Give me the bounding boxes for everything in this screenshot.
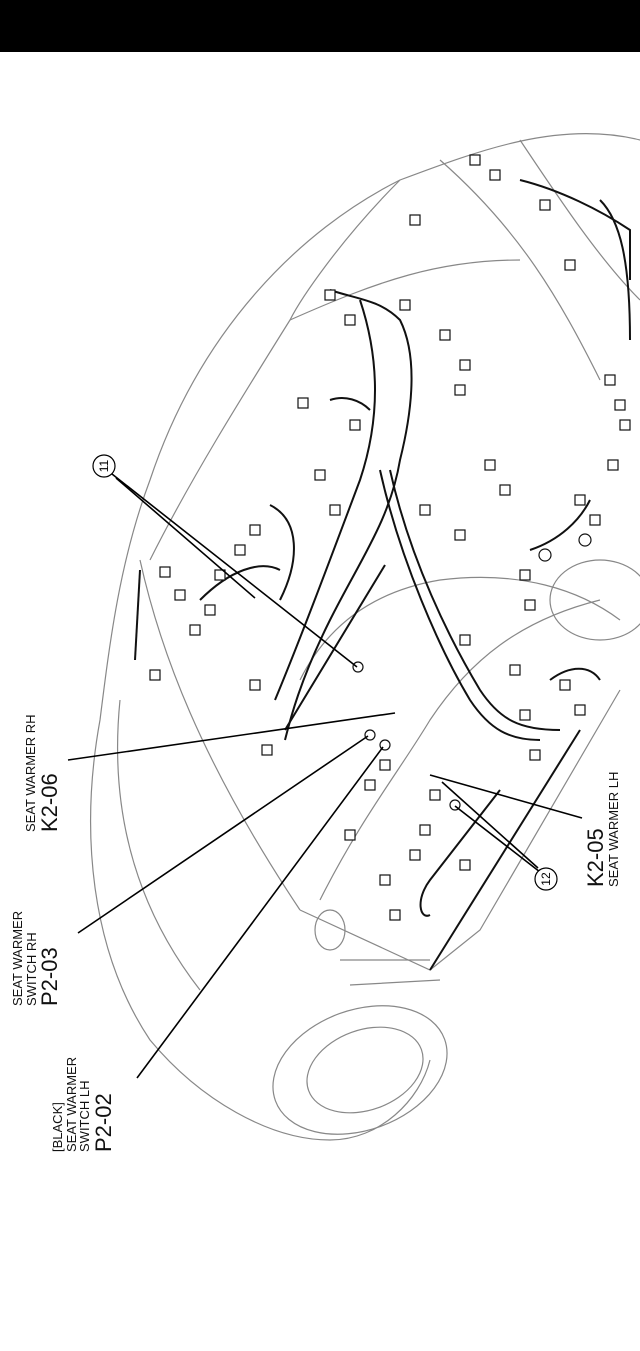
- connector-code: K2-05: [583, 828, 608, 887]
- label-name: SEAT WARMER LH: [606, 771, 622, 887]
- leader-p2-02: [136, 746, 384, 1079]
- harness-wires: [134, 179, 631, 971]
- leader-lines: [67, 473, 583, 1079]
- label-name: SEAT WARMER RH: [23, 714, 38, 833]
- callout-12: 12: [534, 867, 558, 891]
- label-p2-02: [BLACK] SEAT WARMER SWITCH LH P2-02: [50, 1056, 116, 1153]
- label-k2-05: K2-05 SEAT WARMER LH: [583, 771, 622, 887]
- leader-12a: [454, 805, 541, 873]
- leader-k2-06: [67, 712, 396, 761]
- label-name: SEAT WARMER: [63, 1056, 79, 1152]
- callout-11: 11: [92, 454, 116, 478]
- label-name: SEAT WARMER: [10, 910, 25, 1006]
- connector-code: P2-02: [90, 1093, 116, 1152]
- top-bar: [0, 0, 640, 52]
- label-p2-03: SEAT WARMER SWITCH RH P2-03: [10, 910, 63, 1006]
- label-name: SWITCH LH: [77, 1080, 93, 1153]
- wiring-harness-diagram: 11 12: [67, 132, 640, 1141]
- svg-text:12: 12: [539, 872, 553, 886]
- leader-12b: [441, 781, 539, 869]
- leader-11b: [115, 477, 256, 599]
- svg-text:11: 11: [97, 459, 111, 472]
- label-color: [BLACK]: [50, 1102, 65, 1152]
- label-name: SWITCH RH: [23, 932, 39, 1006]
- label-k2-06: SEAT WARMER RH K2-06: [23, 714, 62, 833]
- connectors: [149, 154, 631, 921]
- leader-k2-05: [429, 774, 583, 819]
- vehicle-outline: [90, 132, 640, 1141]
- leader-p2-03: [77, 735, 369, 934]
- connector-code: K2-06: [36, 773, 62, 832]
- leader-11a: [111, 473, 358, 668]
- connector-code: P2-03: [37, 947, 63, 1006]
